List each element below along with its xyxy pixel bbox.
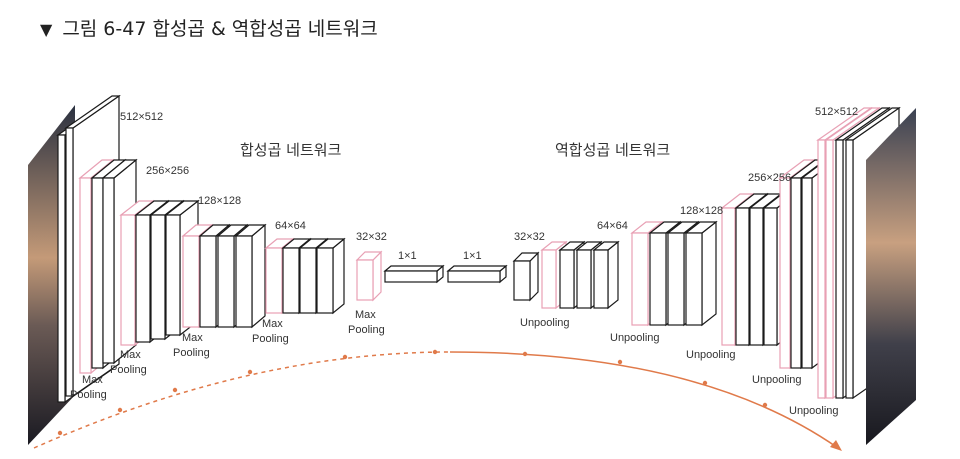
svg-text:Max: Max <box>262 318 283 330</box>
arc-marker <box>522 351 528 357</box>
enc-size-512: 512×512 <box>120 111 163 123</box>
enc-size-256: 256×256 <box>146 165 189 177</box>
enc-size-64: 64×64 <box>275 220 306 232</box>
dec-size-64: 64×64 <box>597 220 628 232</box>
conv-layer <box>684 220 718 327</box>
dec-size-32: 32×32 <box>514 231 545 243</box>
dec-size-1: 1×1 <box>463 250 482 262</box>
max-pooling-label: Max Pooling <box>173 332 210 359</box>
conv-layer <box>592 240 620 310</box>
max-pooling-label: Max Pooling <box>348 309 385 336</box>
svg-text:Max: Max <box>82 374 103 386</box>
svg-text:Pooling: Pooling <box>70 389 107 401</box>
caption-marker: ▼ <box>40 20 53 39</box>
max-pooling-label: Max Pooling <box>70 374 107 401</box>
conv-layer <box>512 251 540 302</box>
dec-size-256: 256×256 <box>748 172 791 184</box>
enc-size-128: 128×128 <box>198 195 241 207</box>
arc-marker <box>432 349 438 355</box>
arc-marker <box>117 407 123 413</box>
dec-size-128: 128×128 <box>680 205 723 217</box>
conv-layer <box>383 264 445 284</box>
arc-dashed-segment <box>33 351 451 449</box>
output-image <box>866 108 916 445</box>
arc-marker <box>762 402 768 408</box>
encoder-title: 합성곱 네트워크 <box>240 141 341 159</box>
svg-text:Pooling: Pooling <box>173 347 210 359</box>
svg-text:Max: Max <box>182 332 203 344</box>
conv-layer <box>315 237 346 315</box>
svg-text:Pooling: Pooling <box>348 324 385 336</box>
flow-arrow <box>33 349 842 451</box>
unpooling-label: Unpooling <box>610 332 660 344</box>
svg-text:Max: Max <box>355 309 376 321</box>
decoder-title: 역합성곱 네트워크 <box>555 141 670 159</box>
arc-marker <box>247 369 253 375</box>
conv-layer <box>234 223 267 329</box>
svg-text:Pooling: Pooling <box>252 333 289 345</box>
svg-text:Max: Max <box>120 349 141 361</box>
layer-stack <box>28 94 916 445</box>
max-pooling-label: Max Pooling <box>110 349 147 376</box>
arc-marker <box>617 359 623 365</box>
svg-text:Pooling: Pooling <box>110 364 147 376</box>
arc-marker <box>57 430 63 436</box>
conv-layer <box>446 264 508 284</box>
caption-text: 그림 6-47 합성곱 & 역합성곱 네트워크 <box>62 18 378 40</box>
arrowhead <box>830 440 842 451</box>
arc-marker <box>342 354 348 360</box>
arc-solid-segment <box>449 351 839 449</box>
unpooling-label: Unpooling <box>752 374 802 386</box>
dec-size-512: 512×512 <box>815 106 858 118</box>
enc-size-1: 1×1 <box>398 250 417 262</box>
enc-size-32: 32×32 <box>356 231 387 243</box>
max-pooling-label: Max Pooling <box>252 318 289 345</box>
figure-caption: ▼ 그림 6-47 합성곱 & 역합성곱 네트워크 <box>40 14 378 41</box>
unpooling-label: Unpooling <box>789 405 839 417</box>
unpooling-label: Unpooling <box>520 317 570 329</box>
arc-marker <box>702 380 708 386</box>
unpooling-label: Unpooling <box>686 349 736 361</box>
arc-marker <box>172 387 178 393</box>
pool-layer <box>355 250 383 302</box>
